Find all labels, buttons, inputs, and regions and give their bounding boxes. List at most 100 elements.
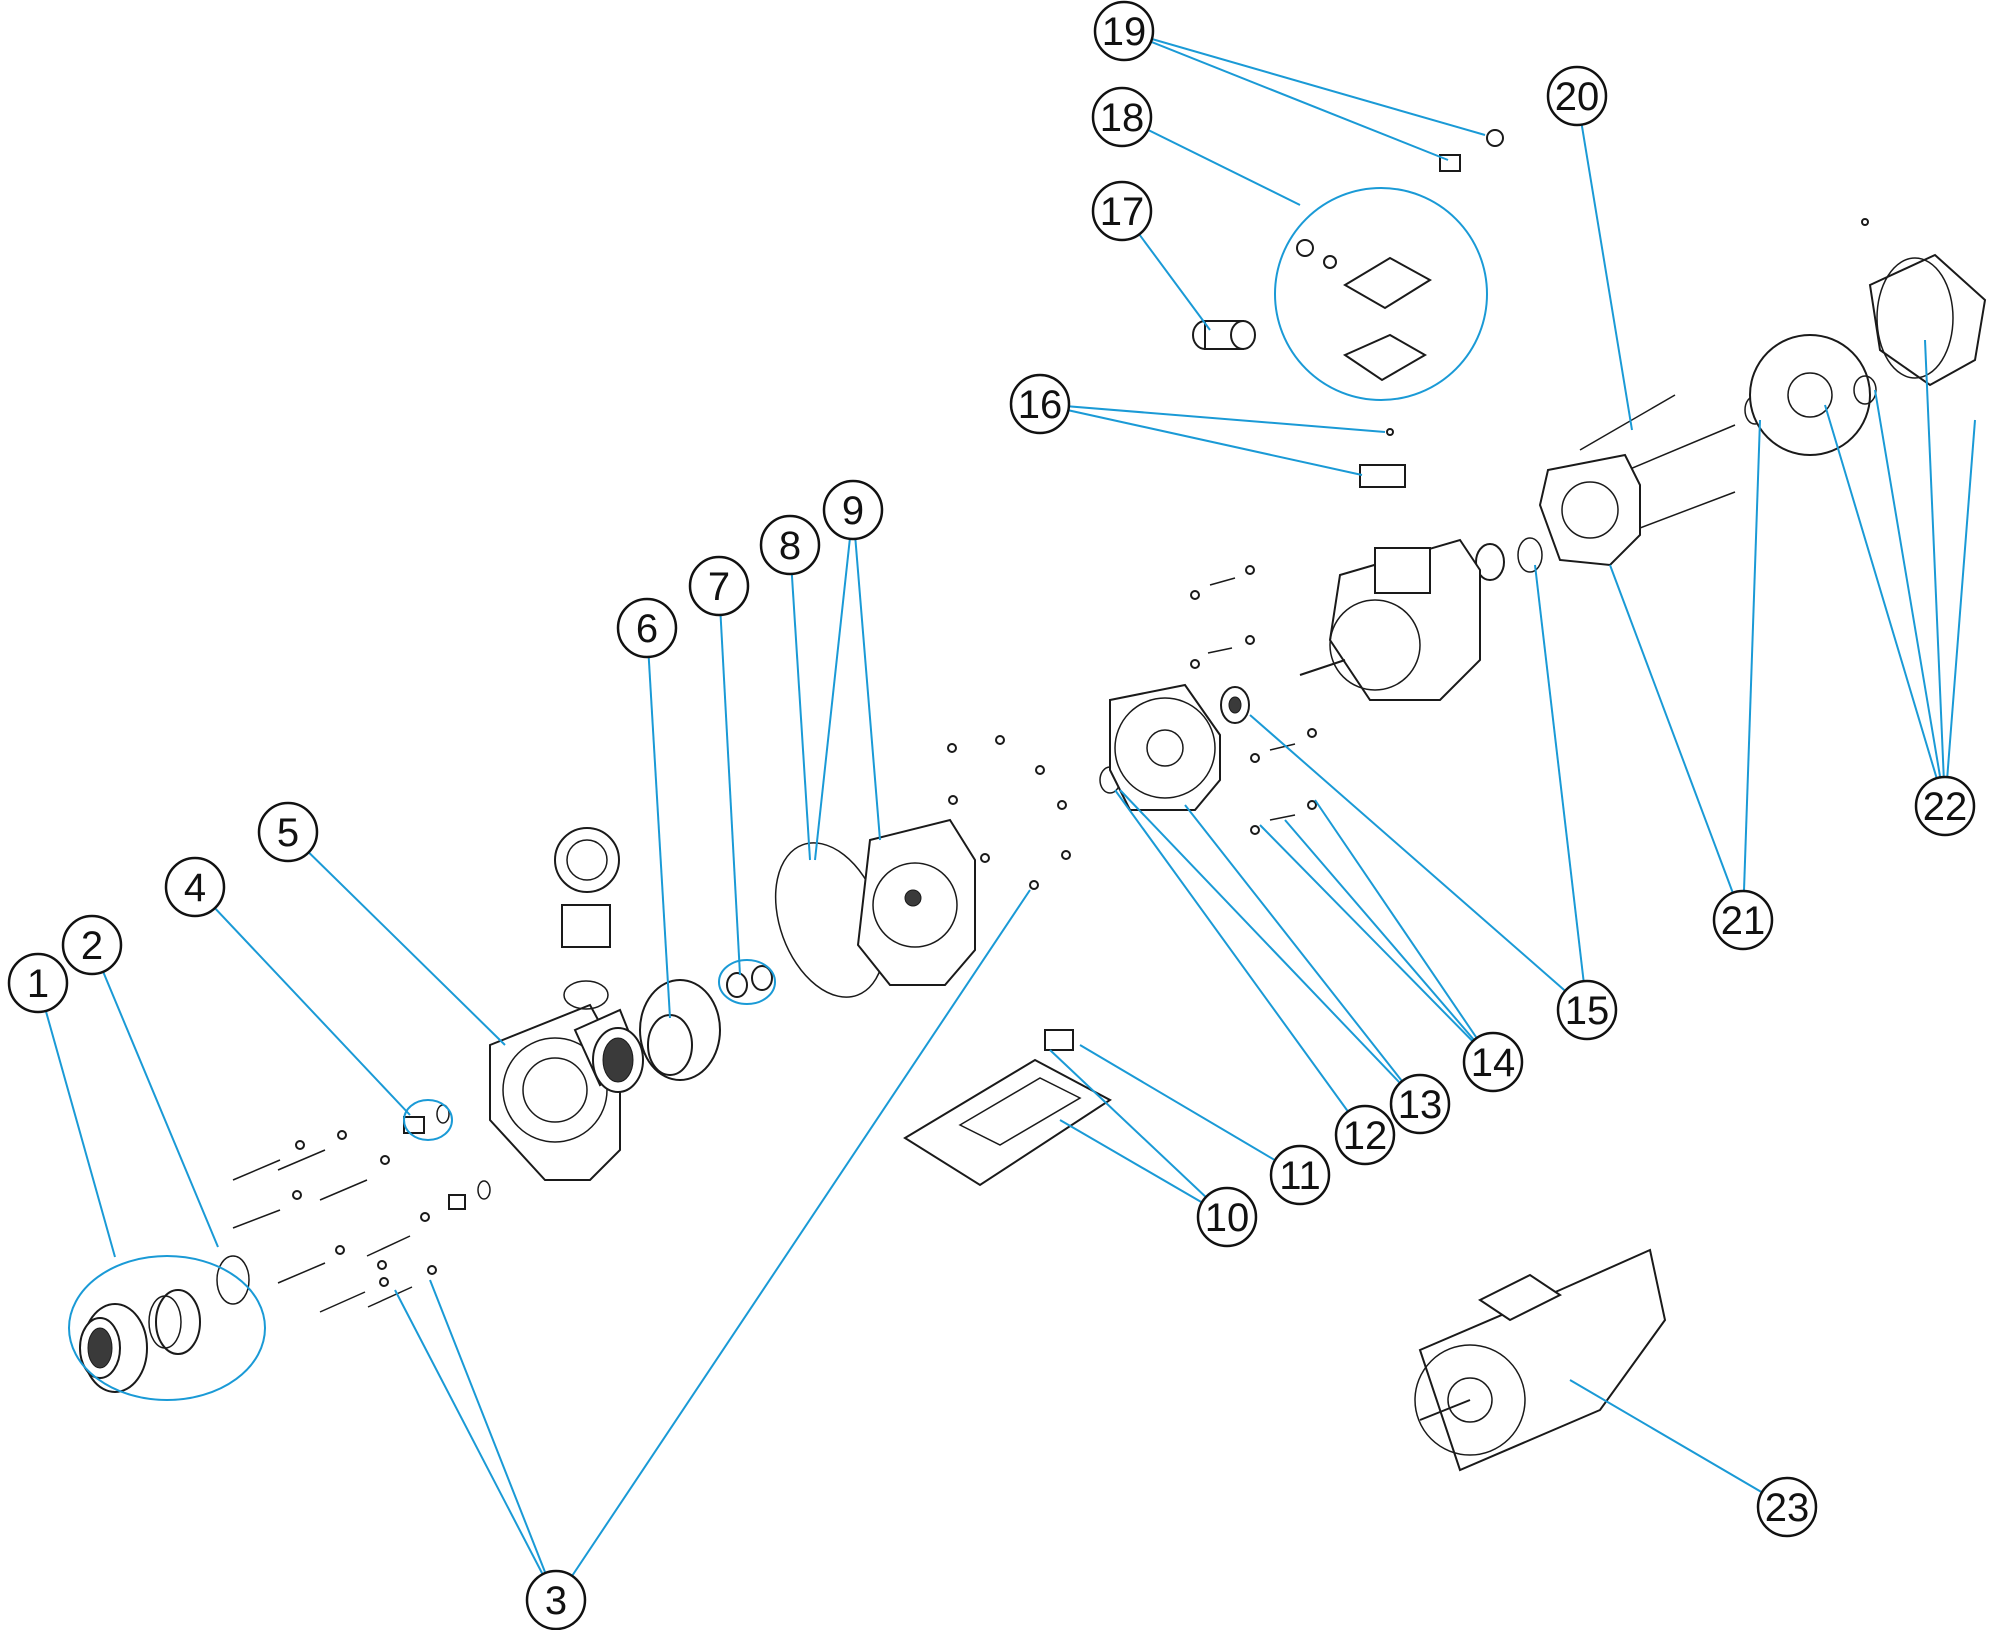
assembled-motor [1414,1248,1667,1472]
leader-line-14 [1259,824,1494,1063]
leader-line-5 [287,831,506,1046]
leader-line-23 [1569,1379,1788,1508]
union-nut [79,1303,148,1393]
leader-line-21 [1742,419,1761,921]
cooling-fan [1749,334,1877,456]
callout-22: 22 [1914,775,1976,837]
plug-group-ring [403,1099,453,1141]
callout-13: 13 [1389,1073,1451,1135]
leader-line-3 [555,889,1031,1601]
callout-circle [1389,1073,1451,1135]
callout-15: 15 [1556,979,1618,1041]
callout-circle [7,952,69,1014]
seal-plate [856,818,976,986]
leader-line-19 [1123,30,1449,161]
motor-stator [1299,538,1481,701]
motor-flange [1099,683,1221,811]
capacitor [1192,320,1256,350]
callout-6: 6 [616,597,678,659]
callout-label: 11 [1279,1154,1321,1198]
callout-label: 17 [1100,190,1145,234]
callout-circle [822,479,884,541]
leader-line-3 [429,1279,557,1601]
callout-circle [525,1569,587,1630]
callout-label: 6 [636,607,658,651]
callout-label: 14 [1471,1041,1516,1085]
callout-5: 5 [257,801,319,863]
callout-label: 5 [277,811,299,855]
callout-circle [1556,979,1618,1041]
leader-line-3 [394,1289,557,1601]
callout-circle [1093,0,1155,62]
leader-line-12 [1114,789,1366,1136]
union-group-ring [68,1255,266,1401]
callout-label: 15 [1565,989,1610,1033]
callout-label: 2 [81,924,103,968]
leader-line-22 [1944,419,1976,807]
callout-4: 4 [164,856,226,918]
terminal-box-group-ring [1274,187,1488,401]
leader-line-9 [852,509,881,841]
leader-line-13 [1184,804,1421,1105]
callout-label: 20 [1555,75,1600,119]
callout-circle [1196,1186,1258,1248]
callout-label: 19 [1102,10,1147,54]
callout-1: 1 [7,952,69,1014]
callout-label: 22 [1923,785,1968,829]
tailpiece [148,1255,250,1355]
callout-circle [1546,65,1608,127]
callout-label: 3 [545,1579,567,1623]
callout-3: 3 [525,1569,587,1630]
leader-line-9 [814,509,854,861]
callout-label: 4 [184,866,206,910]
terminal-box [1274,187,1488,401]
callout-16: 16 [1009,373,1071,435]
leader-line-2 [91,944,219,1248]
callout-19: 19 [1093,0,1155,62]
leader-line-19 [1123,30,1486,136]
leader-line-14 [1284,819,1494,1063]
callout-label: 16 [1018,383,1063,427]
callout-circle [1914,775,1976,837]
callout-circle [1712,889,1774,951]
callout-9: 9 [822,479,884,541]
callout-circle [616,597,678,659]
callout-11: 11 [1269,1144,1331,1206]
callout-10: 10 [1196,1186,1258,1248]
callout-label: 23 [1765,1486,1810,1530]
callout-14: 14 [1462,1031,1524,1093]
leader-line-16 [1039,403,1363,476]
pump-parts [79,129,1987,1472]
callout-circle [1756,1476,1818,1538]
leader-line-1 [37,982,116,1258]
nuts-row [947,735,1071,890]
callout-circle [1462,1031,1524,1093]
leader-line-7 [718,585,741,976]
leader-line-13 [1119,789,1421,1105]
group-rings [68,959,776,1401]
drain-plug [403,1104,491,1210]
callout-circle [1009,373,1071,435]
callout-17: 17 [1091,180,1153,242]
end-shield [1538,395,1766,567]
bolts-left [232,1130,437,1313]
leader-line-10 [1059,1119,1228,1218]
mechanical-seal [726,965,773,998]
callout-20: 20 [1546,65,1608,127]
pump-body [489,827,644,1181]
callout-label: 10 [1205,1196,1250,1240]
bearing [1220,537,1543,724]
callout-circle [759,514,821,576]
callout-label: 18 [1100,96,1145,140]
leader-line-4 [194,886,411,1116]
callout-circle [1091,86,1153,148]
leader-line-22 [1924,339,1946,807]
leader-line-14 [1314,799,1494,1063]
cable-gland [1439,129,1504,172]
studs [1190,565,1317,835]
leader-line-20 [1576,95,1633,431]
leader-line-16 [1039,403,1386,433]
callout-label: 12 [1343,1114,1388,1158]
